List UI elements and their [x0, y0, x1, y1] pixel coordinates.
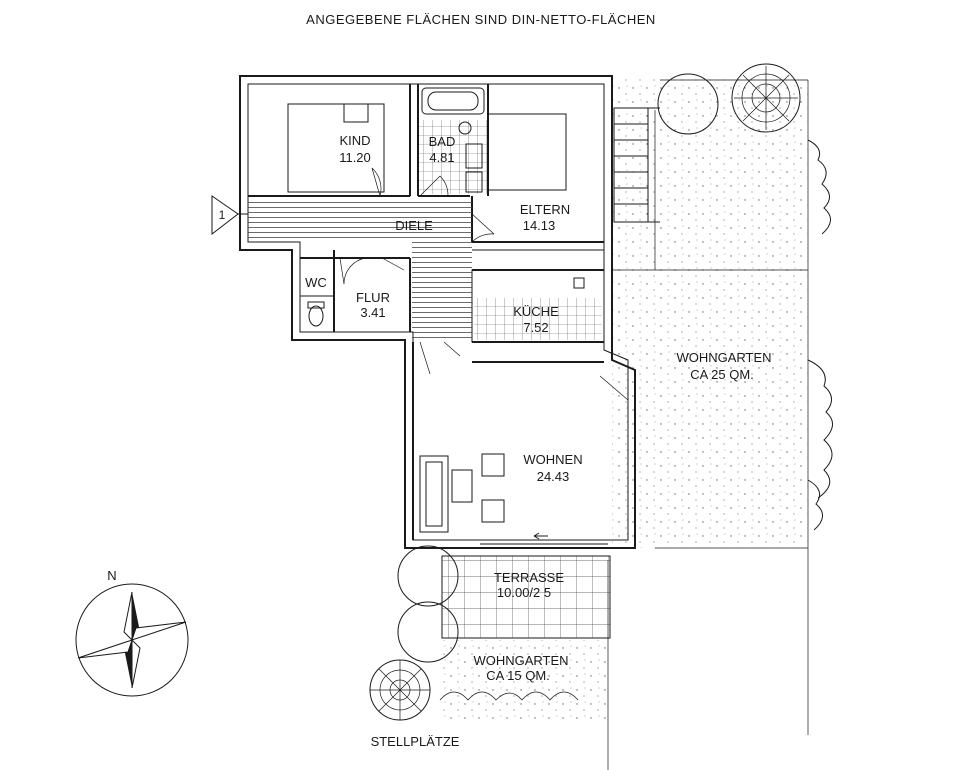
garden-small-area-label: CA 15 QM.	[486, 668, 550, 683]
diele-floor-hatch	[248, 200, 472, 340]
room-wohnen-area: 24.43	[537, 469, 570, 484]
room-flur-name: FLUR	[356, 290, 390, 305]
plan-note: ANGEGEBENE FLÄCHEN SIND DIN-NETTO-FLÄCHE…	[306, 12, 656, 27]
windows	[480, 150, 608, 545]
room-eltern-area: 14.13	[523, 218, 556, 233]
room-kueche-area: 7.52	[523, 320, 548, 335]
bad-fixtures	[458, 121, 483, 193]
garden-steps	[613, 107, 660, 223]
garden-small-area	[439, 560, 609, 770]
eltern-bed	[487, 113, 567, 191]
room-wc-name: WC	[305, 275, 327, 290]
wc-toilet	[307, 301, 325, 327]
garden-small-name: WOHNGARTEN	[473, 653, 568, 668]
terrasse-name: TERRASSE	[494, 570, 564, 585]
room-kueche-name: KÜCHE	[513, 304, 559, 319]
room-bad-name: BAD	[429, 134, 456, 149]
entrance-marker	[211, 195, 248, 236]
terrasse-area: 10.00/2 5	[497, 585, 551, 600]
room-kind-area: 11.20	[339, 150, 371, 165]
room-eltern-name: ELTERN	[520, 202, 570, 217]
bad-tiles	[419, 120, 487, 194]
kueche-fixture	[573, 277, 585, 289]
room-wohnen-name: WOHNEN	[523, 452, 582, 467]
garden-large-area	[612, 78, 809, 735]
room-bad-area: 4.81	[429, 150, 454, 165]
room-diele-name: DIELE	[395, 218, 433, 233]
hedge-right	[807, 139, 833, 531]
room-flur-area: 3.41	[360, 305, 385, 320]
wohnen-furniture	[419, 453, 505, 533]
doors	[339, 167, 629, 401]
parking-label: STELLPLÄTZE	[371, 734, 460, 749]
terrasse-paving	[441, 555, 611, 639]
garden-large-name: WOHNGARTEN	[676, 350, 771, 365]
kueche-tiles	[474, 298, 602, 340]
room-kind-name: KIND	[339, 133, 370, 148]
compass-north-label: N	[107, 568, 116, 583]
garden-large-area-label: CA 25 QM.	[690, 367, 754, 382]
entrance-number: 1	[219, 208, 226, 222]
sliding-door-arrow	[533, 532, 548, 540]
compass-rose	[75, 583, 189, 697]
trees	[369, 63, 801, 721]
bathtub	[421, 87, 485, 115]
kind-bed	[287, 103, 385, 193]
